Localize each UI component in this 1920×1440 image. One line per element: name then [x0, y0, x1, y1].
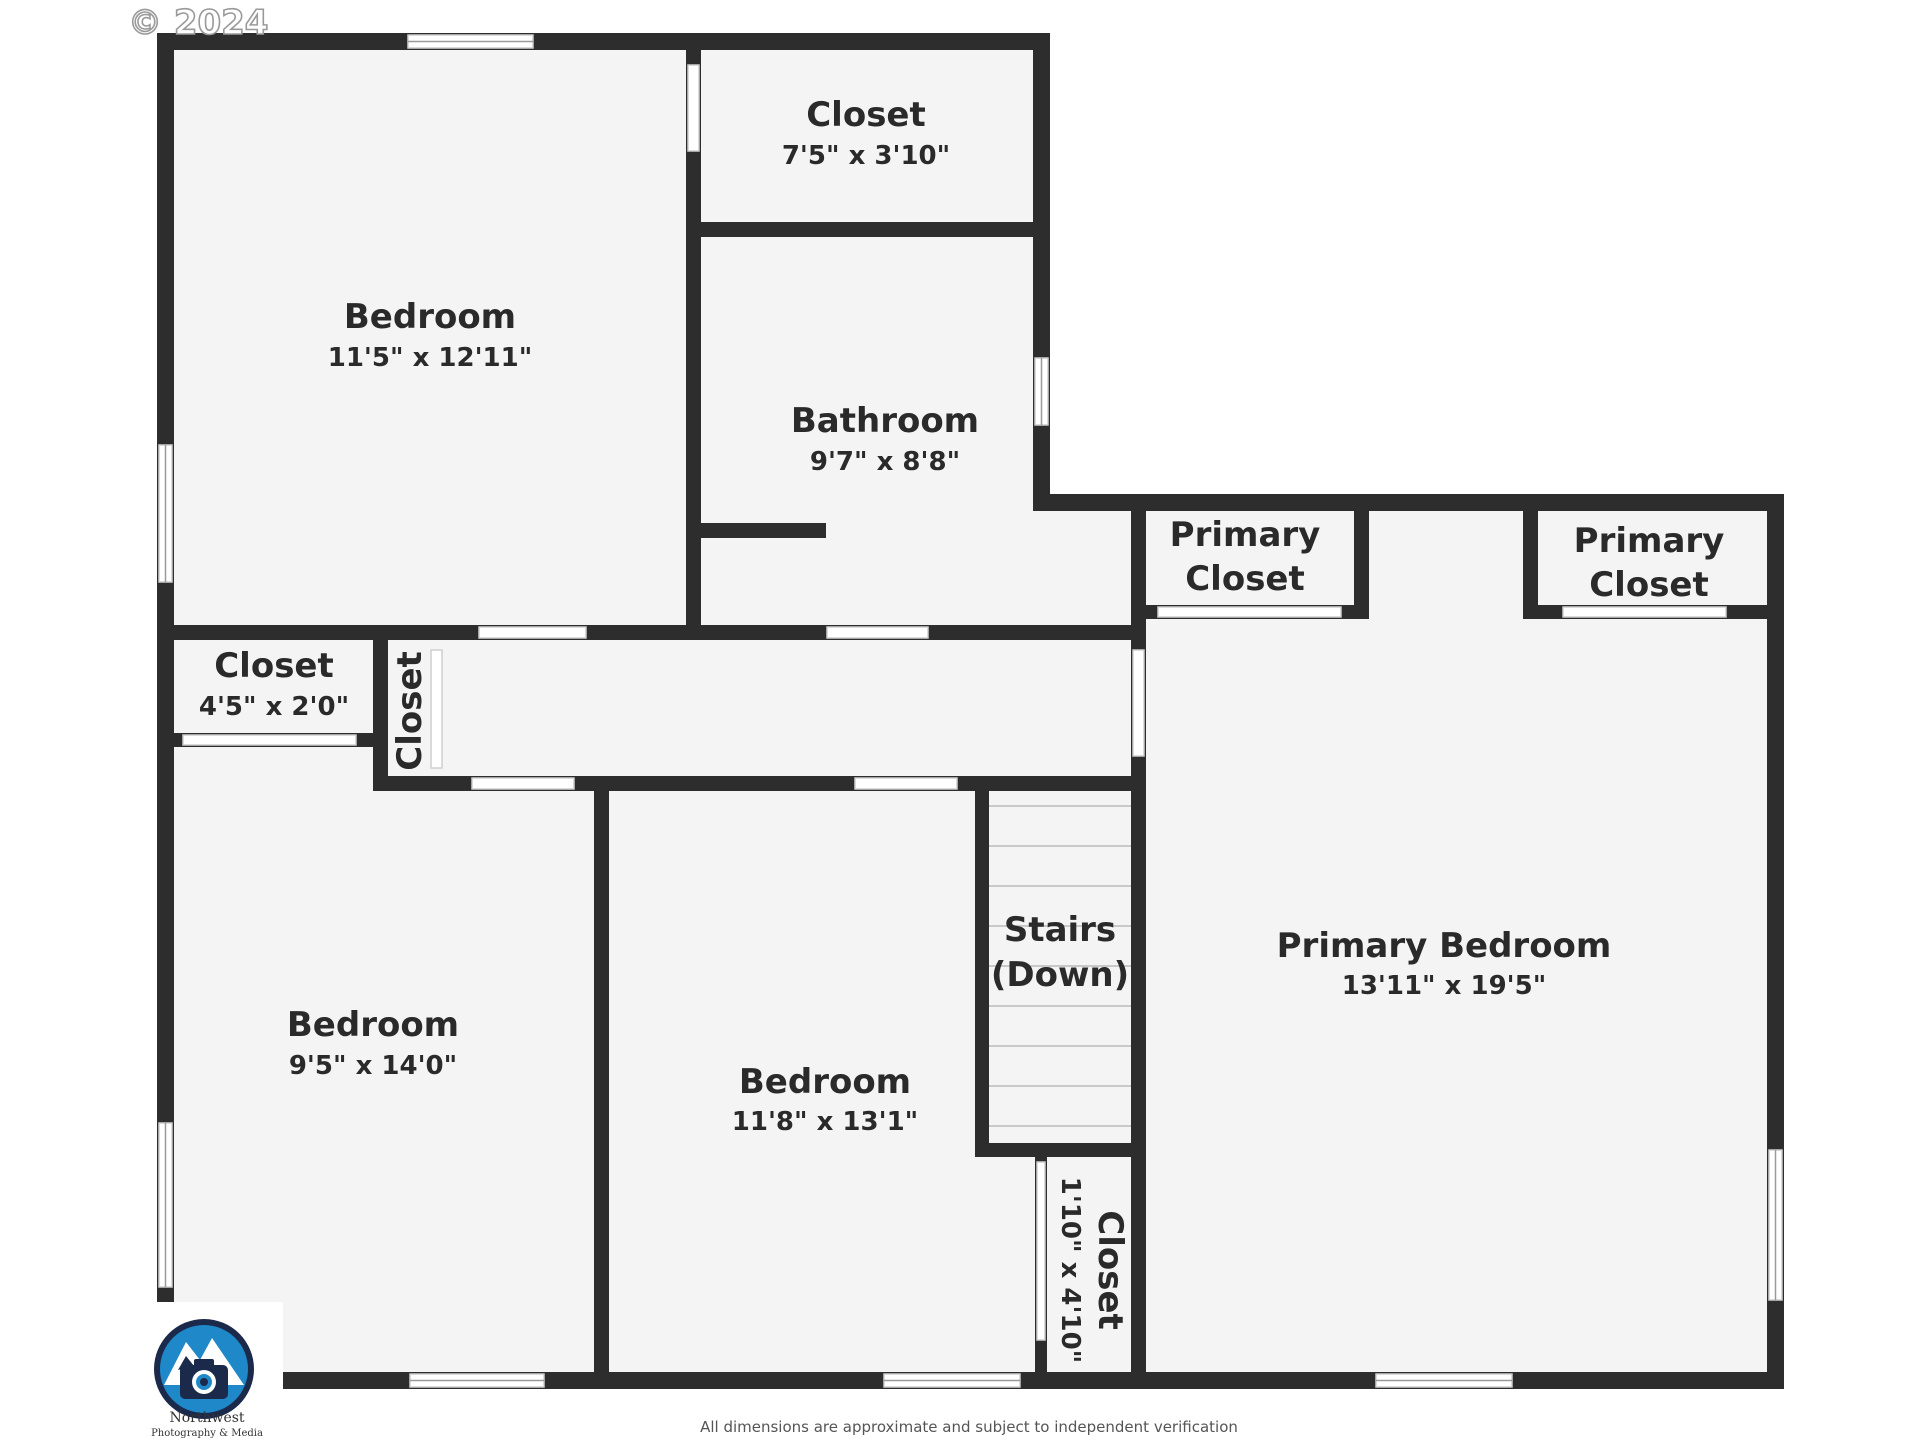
room-name-line1: Primary: [1170, 515, 1321, 555]
room-name-line2: Closet: [1589, 565, 1709, 605]
room-name: Closet: [390, 651, 430, 771]
room-primary-bedroom: Primary Bedroom 13'11" x 19'5": [1277, 926, 1612, 1001]
room-name: Bedroom: [344, 297, 516, 337]
room-dimensions: 9'5" x 14'0": [289, 1051, 457, 1081]
room-closet-top: Closet 7'5" x 3'10": [782, 95, 950, 171]
room-name-line2: Closet: [1185, 559, 1305, 599]
room-primary-closet-2: Primary Closet: [1574, 521, 1725, 605]
room-name: Bedroom: [739, 1062, 911, 1102]
door-openings: [182, 64, 1727, 1341]
room-closet-bottom-vertical: Closet 1'10" x 4'10": [1055, 1177, 1130, 1363]
room-name: Closet: [214, 646, 334, 686]
stair-treads: [989, 805, 1131, 1127]
room-stairs: Stairs (Down): [991, 910, 1129, 995]
disclaimer-text: All dimensions are approximate and subje…: [700, 1418, 1238, 1436]
room-dimensions: 13'11" x 19'5": [1342, 971, 1547, 1001]
room-closet-vertical: Closet: [390, 651, 430, 771]
logo-tagline: Photography & Media: [151, 1428, 263, 1439]
room-bedroom-bottom-left: Bedroom 9'5" x 14'0": [287, 1005, 459, 1081]
room-name: Bedroom: [287, 1005, 459, 1045]
camera-mountain-logo-icon: [154, 1319, 254, 1419]
room-dimensions: 11'8" x 13'1": [732, 1107, 918, 1137]
room-bedroom-bottom-mid: Bedroom 11'8" x 13'1": [732, 1062, 918, 1137]
windows: [158, 34, 1783, 1388]
floor-areas: [160, 40, 1782, 1387]
room-closet-small: Closet 4'5" x 2'0": [199, 646, 349, 722]
room-bathroom: Bathroom 9'7" x 8'8": [791, 401, 979, 477]
room-name: Closet: [1090, 1210, 1130, 1330]
company-logo: Northwest Photography & Media: [141, 1302, 283, 1439]
room-dimensions: 1'10" x 4'10": [1055, 1177, 1085, 1363]
room-name: Bathroom: [791, 401, 979, 441]
logo-name: Northwest: [169, 1410, 244, 1426]
room-dimensions: 4'5" x 2'0": [199, 692, 349, 722]
room-dimensions: 11'5" x 12'11": [328, 343, 533, 373]
copyright-watermark: © 2024: [128, 3, 268, 43]
room-name: Primary Bedroom: [1277, 926, 1612, 966]
room-dimensions: 7'5" x 3'10": [782, 141, 950, 171]
room-primary-closet-1: Primary Closet: [1170, 515, 1321, 599]
room-name: Closet: [806, 95, 926, 135]
room-dimensions: 9'7" x 8'8": [810, 447, 960, 477]
room-bedroom-top-left: Bedroom 11'5" x 12'11": [328, 297, 533, 373]
room-name-line1: Stairs: [1004, 910, 1116, 950]
room-name-line1: Primary: [1574, 521, 1725, 561]
room-name-line2: (Down): [991, 955, 1129, 995]
